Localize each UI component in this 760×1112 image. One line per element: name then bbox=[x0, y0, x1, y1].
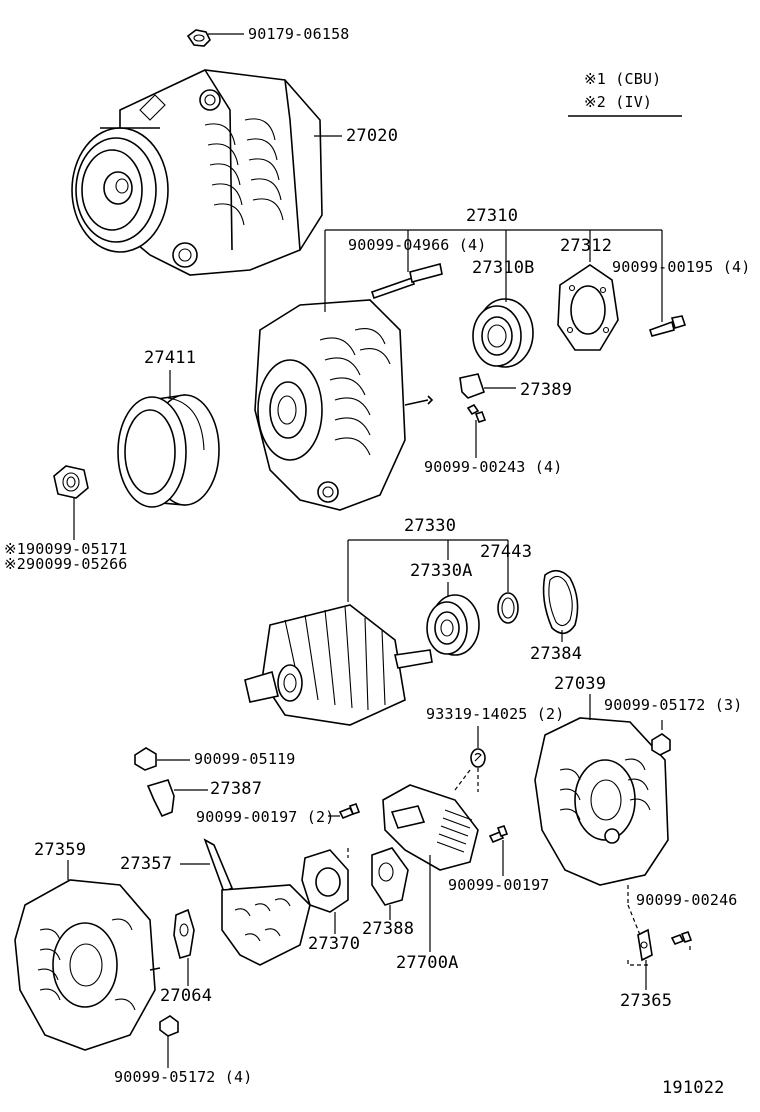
rear-end-frame-drawing bbox=[534, 717, 669, 886]
part-label-27443: 27443 bbox=[480, 542, 533, 562]
regulator-drawing bbox=[382, 784, 479, 871]
pulley-nut-drawing bbox=[53, 465, 89, 499]
part-label-27387: 27387 bbox=[210, 779, 263, 799]
nut-90179-06158-drawing bbox=[186, 29, 211, 47]
part-label-27411: 27411 bbox=[144, 348, 197, 368]
cover-27384-drawing bbox=[542, 569, 579, 635]
bearing-27330A-drawing bbox=[426, 594, 480, 656]
part-label-27064: 27064 bbox=[160, 986, 213, 1006]
part-label-27700A: 27700A bbox=[396, 953, 459, 973]
part-label-90099-05171: ※190099-05171 bbox=[4, 540, 128, 558]
part-label-90179-06158: 90179-06158 bbox=[248, 25, 350, 43]
part-label-90099-00246: 90099-00246 bbox=[636, 891, 738, 909]
diagram-number: 191022 bbox=[662, 1078, 725, 1098]
part-label-27020: 27020 bbox=[346, 126, 399, 146]
pulley-drawing bbox=[117, 394, 220, 508]
retainer-plate-drawing bbox=[557, 264, 619, 351]
part-label-27370: 27370 bbox=[308, 934, 361, 954]
part-label-27388: 27388 bbox=[362, 919, 415, 939]
rectifier-drawing bbox=[203, 838, 311, 966]
alternator-assembly-drawing bbox=[71, 69, 323, 276]
part-label-90099-00243: 90099-00243 (4) bbox=[424, 458, 563, 476]
part-label-90099-05266: ※290099-05266 bbox=[4, 555, 128, 573]
part-label-90099-05119: 90099-05119 bbox=[194, 750, 296, 768]
ring-27443-drawing bbox=[497, 592, 519, 624]
leader-lines bbox=[67, 33, 691, 1068]
bolt-00246-drawing bbox=[670, 930, 693, 946]
part-label-27330A: 27330A bbox=[410, 561, 473, 581]
cover-27388-drawing bbox=[371, 847, 409, 906]
screw-00197-pair-drawing bbox=[338, 802, 361, 820]
insulator-27387-drawing bbox=[146, 779, 175, 818]
part-label-90099-00197-2: 90099-00197 (2) bbox=[196, 808, 335, 826]
screw-00195-drawing bbox=[648, 315, 687, 337]
brush-holder-drawing bbox=[301, 849, 349, 913]
stud-bolt-drawing bbox=[370, 263, 443, 300]
screw-00197-drawing bbox=[488, 824, 509, 844]
drive-end-frame-drawing bbox=[254, 299, 434, 511]
part-label-90099-00195: 90099-00195 (4) bbox=[612, 258, 751, 276]
legend-line-2: ※2 (IV) bbox=[584, 93, 653, 111]
part-label-27365: 27365 bbox=[620, 991, 673, 1011]
nut-05172-drawing bbox=[651, 733, 671, 756]
part-label-90099-05172-4: 90099-05172 (4) bbox=[114, 1068, 253, 1086]
bearing-27310B-drawing bbox=[472, 298, 534, 368]
bolt-00243-drawing bbox=[466, 403, 487, 424]
dashed-assembly-lines bbox=[347, 768, 650, 966]
part-label-27312: 27312 bbox=[560, 236, 613, 256]
part-label-27357: 27357 bbox=[120, 854, 173, 874]
part-label-27310: 27310 bbox=[466, 206, 519, 226]
part-label-27330: 27330 bbox=[404, 516, 457, 536]
washer-93319-drawing bbox=[470, 748, 486, 768]
nut-05172-bottom-drawing bbox=[159, 1015, 179, 1037]
part-label-27039: 27039 bbox=[554, 674, 607, 694]
rear-cover-drawing bbox=[14, 879, 161, 1051]
gasket-27064-drawing bbox=[173, 908, 195, 960]
part-label-27359: 27359 bbox=[34, 840, 87, 860]
part-label-27389: 27389 bbox=[520, 380, 573, 400]
insulator-27389-drawing bbox=[459, 373, 486, 399]
part-label-90099-05172-3: 90099-05172 (3) bbox=[604, 696, 743, 714]
part-label-27310B: 27310B bbox=[472, 258, 535, 278]
part-label-27384: 27384 bbox=[530, 644, 583, 664]
terminal-plate-drawing bbox=[637, 928, 653, 962]
legend-line-1: ※1 (CBU) bbox=[584, 70, 662, 88]
part-label-93319-14025: 93319-14025 (2) bbox=[426, 705, 565, 723]
part-label-90099-00197: 90099-00197 bbox=[448, 876, 550, 894]
nut-05119-drawing bbox=[134, 747, 157, 771]
rotor-drawing bbox=[244, 604, 433, 726]
part-label-90099-04966: 90099-04966 (4) bbox=[348, 236, 487, 254]
